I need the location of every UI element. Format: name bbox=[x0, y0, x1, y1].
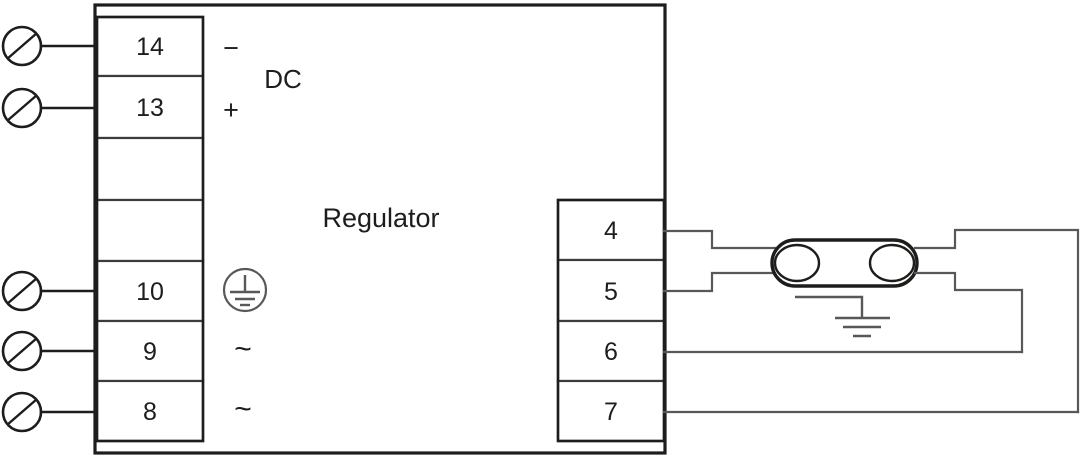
terminal-number-13: 13 bbox=[136, 94, 164, 122]
actuator-symbol bbox=[770, 238, 919, 288]
terminal-number-4: 4 bbox=[604, 217, 618, 245]
terminal-number-14: 14 bbox=[136, 33, 164, 61]
terminal-number-5: 5 bbox=[604, 278, 618, 306]
earth-ground-icon bbox=[795, 295, 890, 338]
wire-actuator-lower bbox=[913, 271, 1024, 354]
wire-actuator-upper bbox=[913, 228, 1080, 414]
page-title: Regulator bbox=[322, 203, 439, 233]
ac-phase-label-8: ~ bbox=[234, 393, 252, 426]
protective-earth-icon bbox=[222, 267, 268, 313]
terminal-number-10: 10 bbox=[136, 278, 164, 306]
terminal-number-6: 6 bbox=[604, 338, 618, 366]
dc-supply-label: DC bbox=[264, 64, 302, 94]
terminal-screw-icon bbox=[1, 330, 99, 372]
terminal-number-9: 9 bbox=[143, 338, 157, 366]
terminal-screw-icon bbox=[1, 25, 99, 67]
right-terminal-block bbox=[556, 198, 666, 443]
terminal-number-8: 8 bbox=[143, 398, 157, 426]
wire-terminal-5 bbox=[662, 271, 777, 293]
ac-phase-label-9: ~ bbox=[234, 333, 252, 366]
polarity-minus-label: − bbox=[223, 33, 239, 63]
terminal-screw-icon bbox=[1, 270, 99, 312]
left-terminal-block bbox=[95, 15, 205, 443]
polarity-plus-label: + bbox=[223, 95, 239, 125]
terminal-number-7: 7 bbox=[604, 398, 618, 426]
terminal-screw-icon bbox=[1, 391, 99, 433]
wire-terminal-4 bbox=[662, 229, 777, 250]
terminal-screw-icon bbox=[1, 87, 99, 129]
